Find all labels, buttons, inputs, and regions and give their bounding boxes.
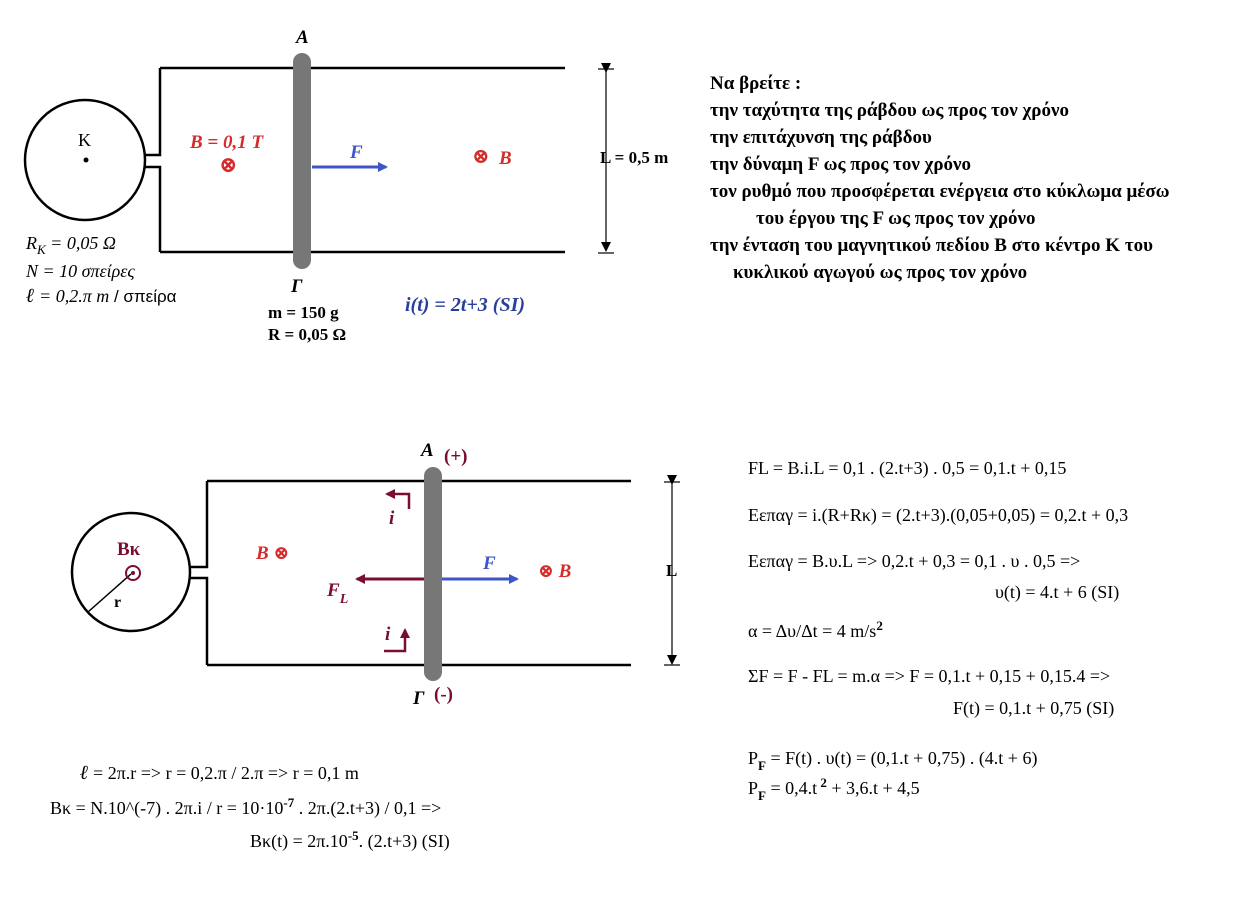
circular-conductor	[70, 511, 192, 633]
current-label-bottom: i	[385, 624, 391, 645]
force-label: F	[349, 142, 363, 163]
circular-conductor	[23, 98, 147, 222]
solution-step: ℓ = 2π.r => r = 0,2.π / 2.π => r = 0,1 m	[80, 762, 359, 784]
radius-label: r	[114, 594, 121, 611]
radius-line	[87, 573, 132, 613]
task-item: του έργου της F ως προς τον χρόνο	[756, 208, 1036, 229]
solution-step: Bκ = N.10^(-7) . 2π.i / r = 10·10-7 . 2π…	[50, 795, 441, 819]
center-dot	[83, 157, 89, 163]
force-label: F	[482, 553, 496, 574]
label-gamma: Γ	[290, 276, 303, 297]
field-right-icon: ⊗	[472, 144, 490, 168]
length-label: L	[666, 561, 677, 580]
plus-label: (+)	[444, 446, 467, 467]
solution-step: ΣF = F - FL = m.α => F = 0,1.t + 0,15 + …	[748, 666, 1110, 686]
field-left-label: B ⊗	[255, 543, 289, 564]
field-right-label: B	[498, 148, 512, 169]
task-item: την δύναμη F ως προς τον χρόνο	[710, 154, 971, 175]
laplace-force-label: FL	[326, 580, 348, 607]
mass-label: m = 150 g	[268, 303, 339, 322]
label-K: K	[78, 130, 91, 150]
field-right-label: ⊗ B	[538, 561, 571, 582]
length-label: L = 0,5 m	[600, 148, 668, 167]
task-item: τον ρυθμό που προσφέρεται ενέργεια στο κ…	[710, 181, 1170, 202]
rails	[144, 66, 565, 254]
task-item: την ταχύτητα της ράβδου ως προς τον χρόν…	[710, 100, 1069, 121]
current-arrow-bottom	[384, 628, 410, 653]
minus-label: (-)	[434, 684, 453, 705]
solution-step: Εεπαγ = i.(R+Rκ) = (2.t+3).(0,05+0,05) =…	[748, 505, 1128, 526]
task-list: Να βρείτε : την ταχύτητα της ράβδου ως π…	[710, 73, 1170, 283]
power-step: PF = 0,4.t 2 + 3,6.t + 4,5	[748, 775, 920, 803]
label-A: A	[420, 440, 434, 461]
task-item: κυκλικού αγωγού ως προς τον χρόνο	[733, 262, 1027, 283]
top-circuit-diagram: A Γ K B = 0,1 T ⊗ F ⊗ B L = 0,5 m RK = 0…	[23, 27, 668, 344]
rails	[189, 479, 631, 667]
task-title: Να βρείτε :	[710, 73, 801, 94]
task-item: την ένταση του μαγνητικού πεδίου B στο κ…	[710, 235, 1153, 256]
field-out-of-page-dot	[131, 571, 135, 575]
field-into-page-icon: ⊗	[219, 152, 237, 177]
current-arrow-top	[385, 489, 411, 509]
rk-label: RK = 0,05 Ω	[25, 233, 116, 257]
field-value: B = 0,1 T	[189, 132, 264, 153]
task-item: την επιτάχυνση της ράβδου	[710, 127, 932, 148]
solution-step: FL = B.i.L = 0,1 . (2.t+3) . 0,5 = 0,1.t…	[748, 458, 1066, 479]
turns-label: N = 10 σπείρες	[25, 261, 135, 281]
solution-step: F(t) = 0,1.t + 0,75 (SI)	[953, 698, 1114, 719]
label-gamma: Γ	[412, 688, 425, 709]
label-A: A	[295, 27, 309, 48]
rod-resistance-label: R = 0,05 Ω	[268, 325, 346, 344]
solution-step: α = Δυ/Δt = 4 m/s2	[748, 618, 883, 641]
bottom-circuit-diagram: A (+) Γ (-) Bκ r B ⊗ i i F FL ⊗ B L	[70, 440, 680, 709]
current-formula: i(t) = 2t+3 (SI)	[405, 294, 525, 316]
current-label-top: i	[389, 508, 395, 529]
power-step: PF = F(t) . υ(t) = (0,1.t + 0,75) . (4.t…	[748, 748, 1037, 773]
solution-step: Bκ(t) = 2π.10-5. (2.t+3) (SI)	[250, 828, 450, 852]
wire-length-label: ℓ = 0,2.π m / σπείρα	[26, 285, 177, 307]
bk-label: Bκ	[117, 539, 141, 560]
solution-steps: FL = B.i.L = 0,1 . (2.t+3) . 0,5 = 0,1.t…	[748, 458, 1128, 803]
solution-step: Εεπαγ = B.υ.L => 0,2.t + 0,3 = 0,1 . υ .…	[748, 551, 1080, 571]
field-out-of-page-icon	[125, 565, 141, 581]
solution-step: υ(t) = 4.t + 6 (SI)	[995, 582, 1119, 603]
bk-solution-steps: ℓ = 2π.r => r = 0,2.π / 2.π => r = 0,1 m…	[50, 762, 450, 852]
